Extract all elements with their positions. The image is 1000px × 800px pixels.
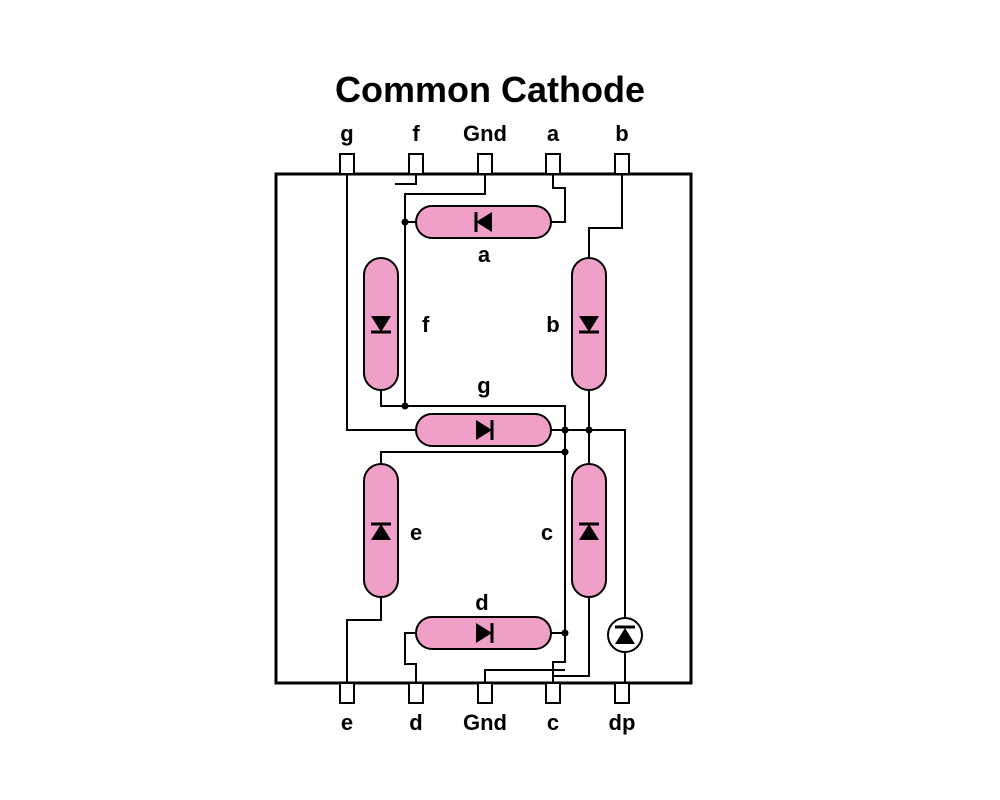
pin-top-a — [545, 153, 561, 175]
junction-dot — [401, 402, 409, 410]
segment-label-b: b — [546, 312, 559, 337]
diode-icon — [615, 628, 635, 644]
pin-label-bottom-gnd: Gnd — [463, 710, 507, 735]
junction-dot — [401, 218, 409, 226]
junction-dot — [561, 426, 569, 434]
segment-label-g: g — [477, 373, 490, 398]
segment-d — [415, 616, 552, 650]
pin-label-bottom-dp: dp — [609, 710, 636, 735]
diode-icon — [371, 524, 391, 540]
pin-label-top-b: b — [615, 121, 628, 146]
segment-label-f: f — [422, 312, 430, 337]
segment-f — [363, 257, 399, 391]
diagram-title: Common Cathode — [335, 69, 645, 110]
segment-e — [363, 463, 399, 598]
diode-icon — [476, 623, 492, 643]
junction-dot — [561, 448, 569, 456]
pin-top-b — [614, 153, 630, 175]
diode-icon — [371, 316, 391, 332]
pin-label-top-f: f — [412, 121, 420, 146]
pin-label-bottom-d: d — [409, 710, 422, 735]
pin-label-bottom-c: c — [547, 710, 559, 735]
junction-dot — [561, 629, 569, 637]
segment-label-a: a — [478, 242, 491, 267]
segment-label-e: e — [410, 520, 422, 545]
pin-bottom-gnd — [477, 682, 493, 704]
pin-label-top-g: g — [340, 121, 353, 146]
diode-icon — [579, 316, 599, 332]
diode-icon — [476, 212, 492, 232]
junction-dot — [585, 426, 593, 434]
pin-label-top-gnd: Gnd — [463, 121, 507, 146]
segment-g — [415, 413, 552, 447]
segment-c — [571, 463, 607, 598]
pin-label-bottom-e: e — [341, 710, 353, 735]
diode-icon — [476, 420, 492, 440]
pin-top-f — [408, 153, 424, 175]
segment-label-c: c — [541, 520, 553, 545]
decimal-point-diode — [607, 617, 643, 653]
junction-dots — [401, 218, 593, 637]
pin-bottom-d — [408, 682, 424, 704]
segment-label-d: d — [475, 590, 488, 615]
pin-top-gnd — [477, 153, 493, 175]
pin-bottom-c — [545, 682, 561, 704]
pin-top-g — [339, 153, 355, 175]
pin-bottom-dp — [614, 682, 630, 704]
diode-icon — [579, 524, 599, 540]
pin-bottom-e — [339, 682, 355, 704]
segment-b — [571, 257, 607, 391]
segment-a — [415, 205, 552, 239]
pin-label-top-a: a — [547, 121, 560, 146]
